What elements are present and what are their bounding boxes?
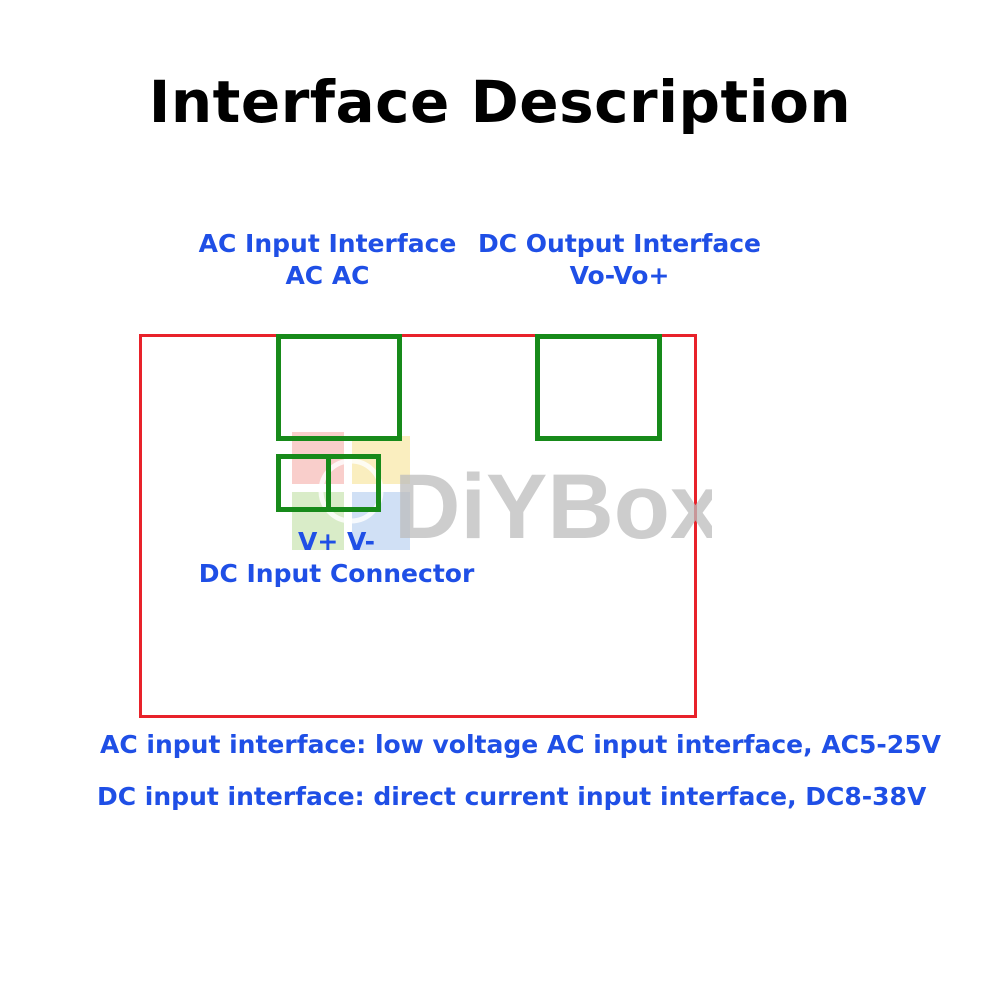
dc-input-description: DC input interface: direct current input… (97, 782, 927, 811)
page-title: Interface Description (148, 68, 852, 136)
dc-input-connector (276, 454, 386, 512)
board-outline (139, 334, 697, 718)
dc-output-label: DC Output Interface Vo-Vo+ (478, 228, 761, 292)
dc-output-label-line1: DC Output Interface (478, 229, 762, 258)
ac-input-label-line2: AC AC (285, 261, 370, 290)
dc-input-pin-negative (326, 454, 381, 512)
dc-input-pin-positive (276, 454, 331, 512)
dc-input-label-line2: DC Input Connector (198, 559, 475, 588)
ac-input-label: AC Input Interface AC AC (195, 228, 460, 292)
dc-input-label-line1: V+ V- (298, 527, 375, 556)
ac-input-label-line1: AC Input Interface (198, 229, 457, 258)
dc-input-label: V+ V- DC Input Connector (195, 526, 478, 590)
ac-input-terminal (276, 334, 402, 441)
watermark-text: DiYBox (394, 456, 712, 552)
watermark-logo: DiYBox (292, 432, 712, 552)
ac-input-description: AC input interface: low voltage AC input… (100, 730, 941, 759)
dc-output-label-line2: Vo-Vo+ (569, 261, 670, 290)
dc-output-terminal (535, 334, 662, 441)
